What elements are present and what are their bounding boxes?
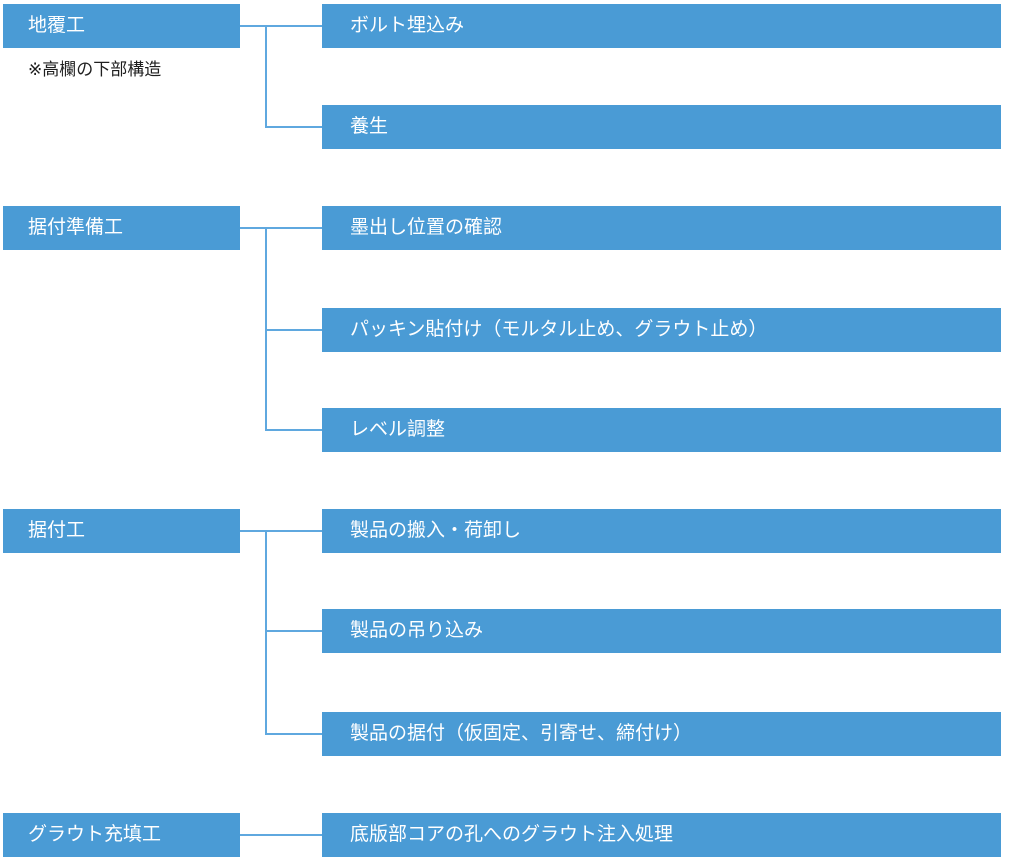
phase-box-3: 据付工 bbox=[3, 509, 240, 553]
connector-line bbox=[240, 25, 322, 27]
connector-line bbox=[265, 630, 322, 632]
connector-line bbox=[240, 530, 322, 532]
connector-line bbox=[265, 329, 322, 331]
phase-box-4: グラウト充填工 bbox=[3, 813, 240, 857]
phase-1-note: ※高欄の下部構造 bbox=[28, 60, 162, 79]
task-bar-1-1: ボルト埋込み bbox=[322, 4, 1001, 48]
connector-line bbox=[240, 834, 322, 836]
connector-line bbox=[265, 429, 322, 431]
task-bar-4-1: 底版部コアの孔へのグラウト注入処理 bbox=[322, 813, 1001, 857]
connector-line bbox=[265, 733, 322, 735]
phase-box-1: 地覆工 bbox=[3, 4, 240, 48]
task-bar-2-1: 墨出し位置の確認 bbox=[322, 206, 1001, 250]
task-bar-1-2: 養生 bbox=[322, 105, 1001, 149]
connector-line bbox=[265, 530, 267, 735]
task-bar-3-1: 製品の搬入・荷卸し bbox=[322, 509, 1001, 553]
task-bar-3-3: 製品の据付（仮固定、引寄せ、締付け） bbox=[322, 712, 1001, 756]
connector-line bbox=[265, 126, 322, 128]
connector-line bbox=[240, 227, 322, 229]
task-bar-2-3: レベル調整 bbox=[322, 408, 1001, 452]
task-bar-2-2: パッキン貼付け（モルタル止め、グラウト止め） bbox=[322, 308, 1001, 352]
phase-box-2: 据付準備工 bbox=[3, 206, 240, 250]
task-bar-3-2: 製品の吊り込み bbox=[322, 609, 1001, 653]
connector-line bbox=[265, 25, 267, 128]
